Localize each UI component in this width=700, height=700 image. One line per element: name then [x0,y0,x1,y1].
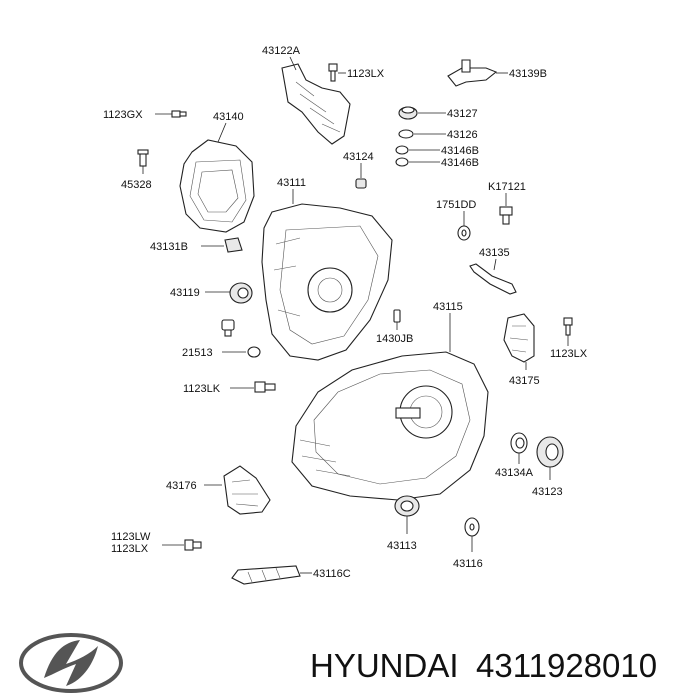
hyundai-logo-icon [19,633,123,693]
label-43116c: 43116C [313,568,351,580]
label-43113: 43113 [387,540,417,552]
bolt-1123lk [254,381,276,393]
label-21513: 21513 [182,347,213,359]
label-1123lx-bottom: 1123LX [111,543,149,555]
part-number: 4311928010 [476,647,657,684]
plug-21513-upper [221,319,235,337]
label-1123lx-top: 1123LX [347,68,385,80]
seal-43119 [229,282,253,304]
label-1123lx-right: 1123LX [550,348,588,360]
label-45328: 45328 [121,179,152,191]
bolt-1123gx [171,110,187,118]
bracket-43139b [447,59,498,87]
label-k17121: K17121 [488,181,526,193]
ring-43146b-b [395,157,409,167]
label-43176: 43176 [166,480,197,492]
ring-43126 [398,129,414,139]
label-43123: 43123 [532,486,563,498]
seal-43134a [510,432,528,454]
label-43126: 43126 [447,129,478,141]
label-1123lw: 1123LW [111,531,151,543]
bolt-1123lx-right [563,317,573,336]
label-43122a: 43122A [262,45,301,57]
bolt-1123lw [184,539,202,551]
label-43134a: 43134A [495,467,534,479]
label-1123gx: 1123GX [103,109,143,121]
bracket-43176 [223,465,271,515]
label-43111: 43111 [277,177,306,189]
seal-43123 [536,436,564,468]
rod-43135 [469,263,517,295]
bracket-43175 [503,313,535,363]
pin-1430jb [393,309,401,323]
block-43131b [224,237,243,253]
plug-43124 [355,178,367,189]
label-43116: 43116 [453,558,483,570]
pin-45328 [137,149,149,167]
label-43119: 43119 [170,287,200,299]
label-43175: 43175 [509,375,540,387]
washer-1751dd [457,225,471,241]
shaft-43116c [231,565,301,585]
label-1123lk: 1123LK [183,383,221,395]
cover-43140 [179,139,255,233]
seal-43127 [398,106,418,120]
bracket-43122a [281,63,351,145]
label-43146b-b: 43146B [441,157,479,169]
label-43131b: 43131B [150,241,188,253]
case-43115 [291,351,489,501]
housing-43111 [261,203,393,361]
washer-21513 [247,346,261,358]
plug-k17121 [499,206,513,225]
label-43135: 43135 [479,247,510,259]
label-43124: 43124 [343,151,374,163]
label-43127: 43127 [447,108,478,120]
bolt-1123lx-top [328,63,338,82]
label-1751dd: 1751DD [436,199,476,211]
seal-43113 [394,495,420,517]
label-43146b-a: 43146B [441,145,479,157]
label-1430jb: 1430JB [376,333,413,345]
washer-43116 [464,517,480,537]
label-43115: 43115 [433,301,463,313]
ring-43146b-a [395,145,409,155]
label-43139b: 43139B [509,68,547,80]
brand-name: HYUNDAI [310,647,459,684]
label-43140: 43140 [213,111,244,123]
